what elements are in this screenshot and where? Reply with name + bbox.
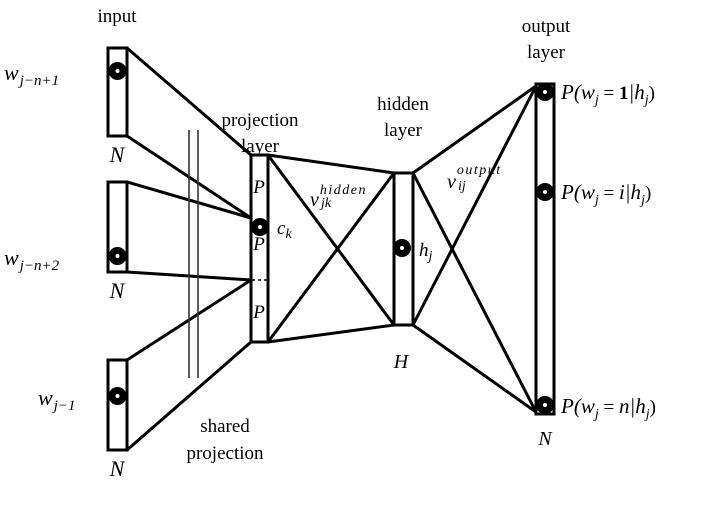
projection-layer-title-line2: layer [241, 136, 280, 157]
output-weight-subscript: ij [458, 179, 466, 194]
output-unit-i-center [543, 190, 547, 194]
output-prob-label-1: P(wj = 1|hj) [560, 80, 655, 108]
input-unit-3-center [115, 394, 120, 398]
projection-segment-label-3: P [252, 302, 265, 323]
output-layer-title-line1: output [522, 16, 571, 37]
output-prob-label-n: P(wj = n|hj) [560, 394, 656, 422]
output-unit-1-center [543, 90, 547, 94]
output-size-label: N [537, 428, 553, 450]
connection-proj-hidden-cross1 [266, 153, 396, 327]
input-unit-1-center [115, 69, 120, 73]
projection-layer-title-line1: projection [221, 110, 299, 131]
output-weight-label: voutput [447, 163, 502, 193]
projection-unit-center [258, 225, 262, 229]
input-layer-title: input [97, 6, 137, 27]
hidden-layer: hidden layer hj H vhidden jk [310, 94, 433, 373]
projection-vector [249, 153, 270, 344]
input-size-label-1: N [109, 142, 126, 167]
shared-projection-label-line1: shared [200, 416, 250, 437]
hidden-layer-title-line2: layer [384, 120, 423, 141]
connections [125, 46, 538, 452]
projection-unit-label: ck [277, 218, 292, 242]
output-layer-title-line2: layer [527, 42, 566, 63]
hidden-weight-label: vhidden [310, 183, 367, 211]
hidden-size-label: H [393, 351, 410, 373]
output-vector [534, 82, 556, 416]
connection-hidden-output-bottom [411, 323, 538, 414]
hidden-layer-title-line1: hidden [377, 94, 429, 115]
connection-input3-bottom [125, 340, 253, 452]
hidden-unit-label: hj [419, 240, 433, 264]
connection-input1-top [125, 46, 253, 157]
output-unit-n-center [543, 403, 547, 407]
projection-segment-label-1: P [252, 177, 265, 198]
input-vector-1 [106, 46, 129, 138]
projection-layer: projection layer P P P ck shared project… [186, 110, 299, 464]
input-size-label-3: N [109, 456, 126, 481]
connection-proj-hidden-cross2 [266, 171, 396, 344]
input-unit-2-center [115, 254, 120, 258]
connection-hidden-output-top [411, 84, 538, 175]
connection-hidden-output-cross2 [411, 84, 538, 327]
output-prob-label-i: P(wj = i|hj) [560, 180, 651, 208]
input-word-label-1: wj−n+1 [4, 60, 59, 89]
input-size-label-2: N [109, 278, 126, 303]
connection-proj-hidden-top [266, 153, 396, 175]
input-layer: input wj−n+1 wj−n+2 wj−1 N N N [4, 6, 137, 481]
connection-hidden-output-cross1 [411, 171, 538, 414]
input-word-label-3: wj−1 [38, 385, 75, 414]
shared-projection-label-line2: projection [186, 443, 264, 464]
connection-proj-hidden-bottom [266, 323, 396, 344]
projection-segment-label-2: P [252, 234, 265, 255]
hidden-weight-subscript: jk [319, 196, 332, 211]
hidden-unit-center [400, 246, 404, 250]
input-word-label-2: wj−n+2 [4, 245, 60, 274]
output-layer: output layer N voutput ij P(wj = 1|hj) P… [447, 16, 656, 450]
